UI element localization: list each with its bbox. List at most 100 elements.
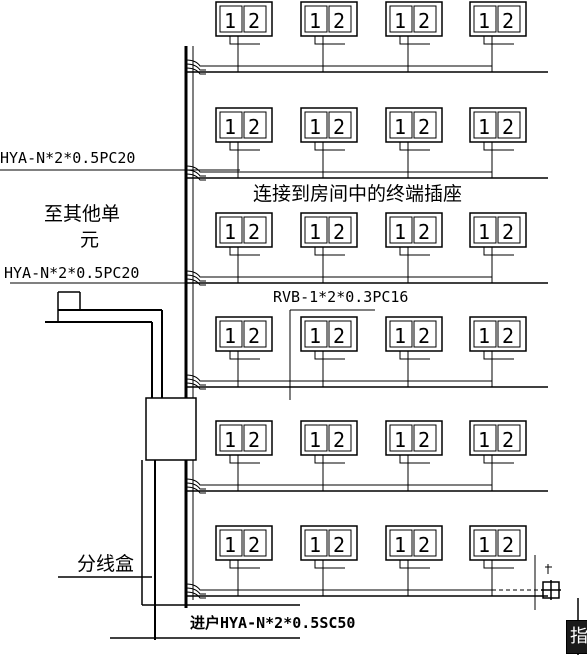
socket-port-b <box>243 320 267 348</box>
port-a-label: 1 <box>309 9 321 33</box>
feeder-lines <box>45 291 300 640</box>
socket-port-a <box>389 424 413 452</box>
cable-label-upper: HYA-N*2*0.5PC20 <box>0 149 135 167</box>
socket-port-b <box>328 529 352 557</box>
socket-drop <box>314 351 345 360</box>
riser-tap <box>185 587 206 595</box>
socket-port-b <box>328 216 352 244</box>
port-b-label: 2 <box>333 220 345 244</box>
socket-drop <box>399 142 430 151</box>
socket-port-b <box>328 111 352 139</box>
port-a-label: 1 <box>394 324 406 348</box>
socket-port-a <box>473 424 497 452</box>
socket-drop <box>399 351 430 360</box>
socket-port-a <box>219 320 243 348</box>
socket-port-a <box>219 529 243 557</box>
socket-port-a <box>473 320 497 348</box>
port-a-label: 1 <box>224 220 236 244</box>
port-a-label: 1 <box>478 324 490 348</box>
socket-port-a <box>219 216 243 244</box>
riser-tap <box>185 374 206 382</box>
port-a-label: 1 <box>478 220 490 244</box>
port-b-label: 2 <box>418 115 430 139</box>
port-b-label: 2 <box>502 428 514 452</box>
socket-port-b <box>413 424 437 452</box>
port-b-label: 2 <box>248 220 260 244</box>
socket-drop <box>483 142 514 151</box>
socket-drop <box>229 351 260 360</box>
socket-port-a <box>473 216 497 244</box>
port-b-label: 2 <box>333 115 345 139</box>
socket-port-a <box>219 111 243 139</box>
port-b-label: 2 <box>502 9 514 33</box>
riser-tap <box>185 583 206 591</box>
port-b-label: 2 <box>502 324 514 348</box>
socket-port-b <box>243 111 267 139</box>
to-other-units-label: 至其他单 <box>44 203 120 225</box>
port-b-label: 2 <box>248 324 260 348</box>
port-b-label: 2 <box>248 115 260 139</box>
socket-port-a <box>304 529 328 557</box>
socket-drop <box>399 247 430 256</box>
cable-label-lower: HYA-N*2*0.5PC20 <box>4 264 139 282</box>
socket-drop <box>483 247 514 256</box>
socket-port-b <box>413 320 437 348</box>
socket-port-a <box>304 5 328 33</box>
riser-tap <box>185 63 206 71</box>
socket-port-a <box>389 320 413 348</box>
socket-drop <box>314 36 345 45</box>
port-a-label: 1 <box>478 533 490 557</box>
port-b-label: 2 <box>502 533 514 557</box>
socket-port-b <box>243 529 267 557</box>
riser-tap <box>185 378 206 386</box>
rvb-cable-label: RVB-1*2*0.3PC16 <box>273 288 408 306</box>
socket-port-b <box>497 111 521 139</box>
riser-tap <box>185 278 206 286</box>
socket-drop <box>229 560 260 569</box>
port-b-label: 2 <box>418 9 430 33</box>
socket-port-b <box>497 320 521 348</box>
socket-port-a <box>389 111 413 139</box>
socket-drop <box>314 247 345 256</box>
riser-tap <box>185 165 206 173</box>
label-leaders <box>0 169 375 400</box>
socket-port-a <box>473 5 497 33</box>
socket-port-b <box>243 216 267 244</box>
riser-tap <box>185 270 206 278</box>
socket-drop <box>483 560 514 569</box>
port-b-label: 2 <box>333 533 345 557</box>
socket-port-b <box>497 5 521 33</box>
connect-to-room-label: 连接到房间中的终端插座 <box>253 183 462 205</box>
port-a-label: 1 <box>478 9 490 33</box>
socket-drop <box>399 455 430 464</box>
socket-port-a <box>389 529 413 557</box>
port-a-label: 1 <box>394 220 406 244</box>
riser-tap <box>185 591 206 599</box>
socket-drop <box>314 560 345 569</box>
socket-drop <box>229 142 260 151</box>
port-b-label: 2 <box>333 324 345 348</box>
incoming-cable-label: 进户HYA-N*2*0.5SC50 <box>190 614 355 632</box>
port-a-label: 1 <box>224 533 236 557</box>
socket-port-a <box>389 216 413 244</box>
port-a-label: 1 <box>224 9 236 33</box>
socket-drop <box>483 351 514 360</box>
riser-tap <box>185 382 206 390</box>
port-a-label: 1 <box>394 533 406 557</box>
port-a-label: 1 <box>478 428 490 452</box>
port-b-label: 2 <box>248 9 260 33</box>
riser-tap <box>185 482 206 490</box>
socket-port-b <box>243 5 267 33</box>
corner-tab[interactable]: 指 <box>566 620 587 654</box>
